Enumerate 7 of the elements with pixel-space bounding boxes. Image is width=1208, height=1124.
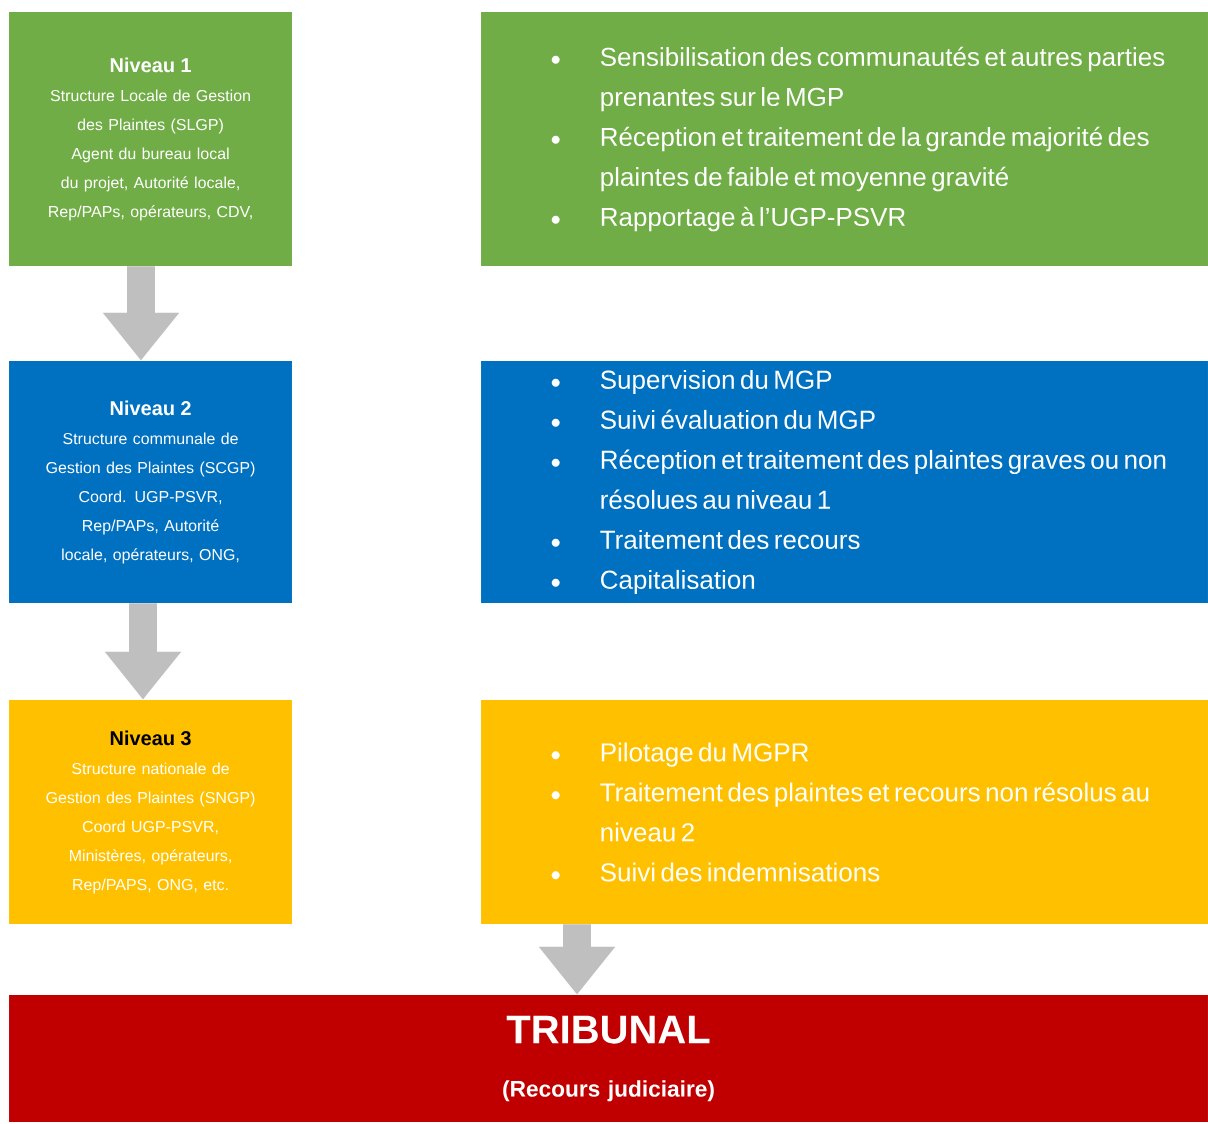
task-box: Sensibilisation des communautés et autres parties prenantes sur le MGP Réception et traitement de la grande majorité des plaintes de faible et moyenne gravité Rapportage à l’UGP-PSVR <box>481 12 1208 266</box>
level-box: Niveau 3 Structure nationale de Gestion des Plaintes (SNGP) Coord UGP-PSVR, Ministères, opérateurs, Rep/PAPS, ONG, etc. <box>9 700 292 924</box>
level-box: Niveau 2 Structure communale de Gestion des Plaintes (SCGP) Coord. UGP-PSVR, Rep/PAPs, Autorité locale, opérateurs, ONG, <box>9 361 292 603</box>
task-box: Supervision du MGP Suivi évaluation du MGP Réception et traitement des plaintes graves ou non résolues au niveau 1 Traitement des recours Capitalisation <box>481 361 1208 603</box>
task-box: Pilotage du MGPR Traitement des plaintes et recours non résolus au niveau 2 Suivi des indemnisations <box>481 700 1208 924</box>
level-box: Niveau 1 Structure Locale de Gestion des Plaintes (SLGP) Agent du bureau local du projet, Autorité locale, Rep/PAPs, opérateurs, CDV, <box>9 12 292 266</box>
court-box: TRIBUNAL (Recours judiciaire) <box>9 995 1208 1122</box>
